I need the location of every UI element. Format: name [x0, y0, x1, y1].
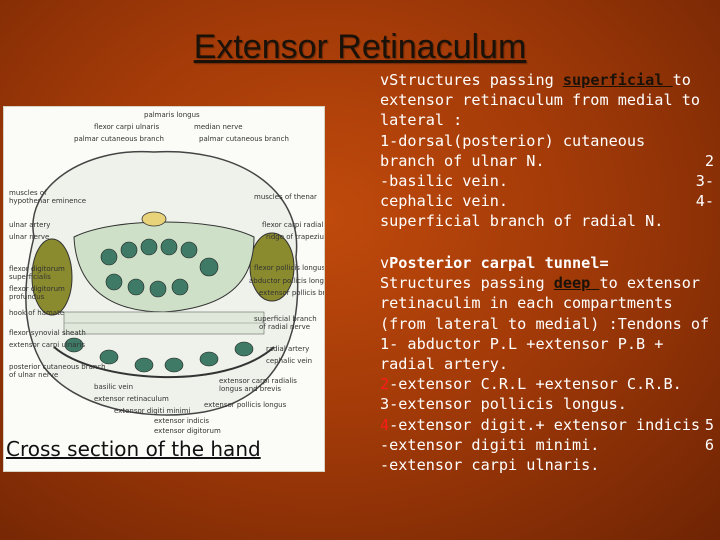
svg-text:extensor indicis: extensor indicis [154, 417, 209, 425]
svg-text:palmar cutaneous branch: palmar cutaneous branch [74, 135, 164, 143]
slide-title: Extensor Retinaculum [193, 28, 527, 66]
svg-text:extensor digiti minimi: extensor digiti minimi [114, 407, 191, 415]
svg-text:ulnar nerve: ulnar nerve [9, 233, 49, 241]
svg-text:superficialis: superficialis [9, 273, 51, 281]
b2-line-8: 3-extensor pollicis longus. [380, 395, 627, 414]
diamond-bullet-icon: v [380, 254, 390, 272]
svg-text:flexor carpi radialis: flexor carpi radialis [262, 221, 324, 229]
hand-cross-section-figure: palmaris longus flexor carpi ulnaris med… [3, 106, 325, 472]
svg-text:cephalic vein: cephalic vein [266, 357, 312, 365]
svg-text:extensor carpi radialis: extensor carpi radialis [219, 377, 297, 385]
b2-line-4: (from lateral to medial) :Tendons of [380, 314, 710, 333]
svg-text:superficial branch: superficial branch [254, 315, 317, 323]
svg-text:profundus: profundus [9, 293, 45, 301]
cross-section-drawing: palmaris longus flexor carpi ulnaris med… [9, 111, 324, 435]
b2-line-7: 2-extensor C.R.L +extensor C.R.B. [380, 375, 682, 394]
svg-text:flexor pollicis longus: flexor pollicis longus [254, 264, 324, 272]
svg-text:muscles of: muscles of [9, 189, 47, 197]
svg-text:basilic vein: basilic vein [94, 383, 133, 391]
b1-line-2: extensor retinaculum from medial to [380, 91, 701, 110]
superficial-structures-text: vStructures passing superficial to exten… [380, 70, 714, 232]
b2-line-10: -extensor digiti minimi.6 [380, 435, 714, 454]
posterior-carpal-tunnel-text: vPosterior carpal tunnel= Structures pas… [380, 253, 714, 475]
svg-text:extensor carpi ulnaris: extensor carpi ulnaris [9, 341, 85, 349]
svg-text:flexor synovial sheath: flexor synovial sheath [9, 329, 86, 337]
svg-text:ulnar artery: ulnar artery [9, 221, 50, 229]
figure-caption: Cross section of the hand [6, 437, 261, 461]
svg-text:abductor pollicis longus: abductor pollicis longus [249, 277, 324, 285]
svg-text:palmar cutaneous branch: palmar cutaneous branch [199, 135, 289, 143]
svg-text:extensor pollicis brevis: extensor pollicis brevis [259, 289, 324, 297]
b1-line-1: vStructures passing superficial to [380, 71, 691, 89]
svg-text:extensor retinaculum: extensor retinaculum [94, 395, 169, 403]
b2-line-5: 1- abductor P.L +extensor P.B + [380, 334, 664, 353]
b2-line-1: vPosterior carpal tunnel= [380, 254, 609, 272]
svg-text:ridge of trapezium: ridge of trapezium [266, 233, 324, 241]
svg-text:hook of hamate: hook of hamate [9, 309, 64, 317]
b2-line-11: -extensor carpi ulnaris. [380, 456, 600, 475]
svg-text:extensor digitorum: extensor digitorum [154, 427, 221, 435]
svg-text:median nerve: median nerve [194, 123, 243, 131]
svg-text:radial artery: radial artery [266, 345, 309, 353]
b2-line-2: Structures passing deep to extensor [380, 274, 701, 293]
b2-line-3: retinaculim in each compartments [380, 294, 673, 313]
superficial-highlight: superficial [562, 71, 673, 89]
svg-text:of ulnar nerve: of ulnar nerve [9, 371, 58, 379]
b1-line-3: lateral : [380, 111, 463, 130]
svg-text:longus and brevis: longus and brevis [219, 385, 281, 393]
svg-text:extensor pollicis longus: extensor pollicis longus [204, 401, 287, 409]
b2-line-6: radial artery. [380, 355, 509, 374]
b1-line-7: cephalic vein.4- [380, 192, 714, 211]
b1-line-5: branch of ulnar N.2 [380, 151, 714, 170]
svg-text:palmaris longus: palmaris longus [144, 111, 200, 119]
b1-line-6: -basilic vein.3- [380, 172, 714, 191]
svg-text:flexor digitorum: flexor digitorum [9, 285, 65, 293]
svg-text:flexor carpi ulnaris: flexor carpi ulnaris [94, 123, 159, 131]
svg-text:posterior cutaneous branch: posterior cutaneous branch [9, 363, 106, 371]
svg-text:hypothenar eminence: hypothenar eminence [9, 197, 86, 205]
b1-line-8: superficial branch of radial N. [380, 212, 664, 231]
svg-text:flexor digitorum: flexor digitorum [9, 265, 65, 273]
deep-highlight: deep [553, 274, 600, 293]
svg-text:muscles of thenar: muscles of thenar [254, 193, 317, 201]
svg-text:of radial nerve: of radial nerve [259, 323, 310, 331]
b1-line-4: 1-dorsal(posterior) cutaneous [380, 131, 646, 150]
diamond-bullet-icon: v [380, 71, 390, 89]
